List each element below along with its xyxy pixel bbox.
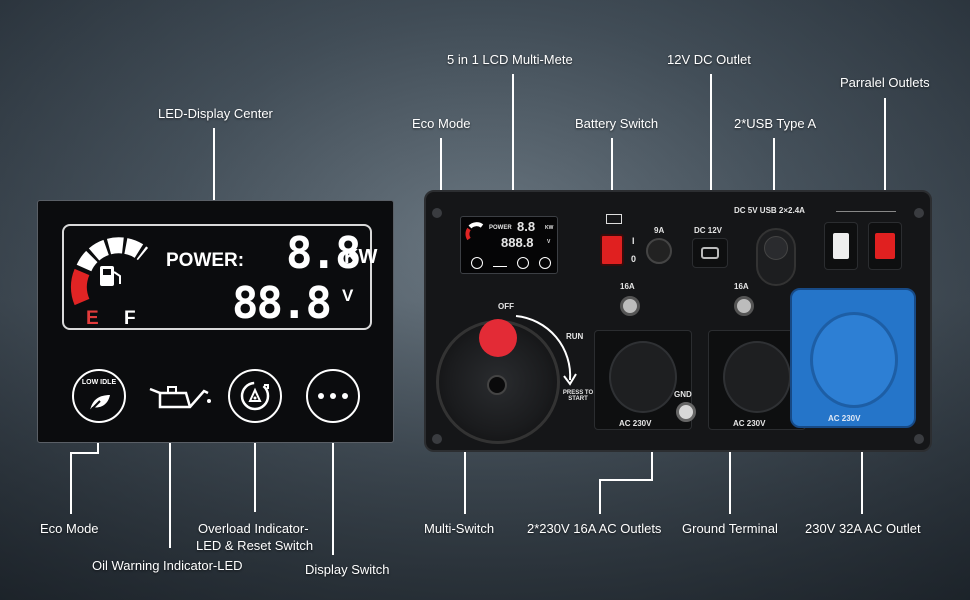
leaf-icon [89, 395, 110, 412]
eco-mode-button[interactable]: LOW IDLE [72, 369, 126, 423]
ac-outlet-left[interactable]: AC 230V [594, 330, 692, 430]
mini-lcd-multimeter: POWER 8.8 KW 888.8 V [460, 216, 558, 274]
knob-run-label: RUN [566, 332, 584, 341]
label-parallel: Parralel Outlets [840, 75, 930, 90]
label-lcd-multimeter: 5 in 1 LCD Multi-Mete [447, 52, 573, 67]
ground-terminal[interactable] [676, 402, 696, 422]
switch-on-mark: I [632, 236, 635, 246]
dc-socket-shape [701, 247, 719, 259]
parallel-icons [836, 202, 896, 212]
label-overload-line2: LED & Reset Switch [196, 538, 314, 553]
screw [914, 434, 924, 444]
power-unit: KW [344, 246, 378, 268]
led-display-panel: POWER: 8.8 KW 88.8 V E F LOW IDLE [37, 200, 394, 443]
screw [914, 208, 924, 218]
ac-32a-outlet[interactable]: AC 230V [790, 288, 916, 428]
mini-oil-icon [493, 261, 507, 267]
label-overload-line1: Overload Indicator- [198, 521, 309, 536]
lcd-screen: POWER: 8.8 KW 88.8 V E F [62, 224, 377, 330]
mini-display-button[interactable] [539, 257, 551, 269]
power-label: POWER: [166, 250, 245, 271]
power-value: 8.8 [286, 228, 361, 279]
screw [432, 434, 442, 444]
low-idle-text: LOW IDLE [81, 379, 117, 386]
knob-center [487, 375, 507, 395]
mini-v-unit: V [547, 239, 551, 245]
breaker-16a-right[interactable] [734, 296, 754, 316]
label-battery-switch: Battery Switch [575, 116, 659, 131]
breaker-16a-left[interactable] [620, 296, 640, 316]
socket-face [609, 341, 677, 413]
label-oil-warning: Oil Warning Indicator-LED [92, 558, 243, 573]
label-ac32: 230V 32A AC Outlet [805, 521, 921, 536]
ac-outlet-right[interactable]: AC 230V [708, 330, 806, 430]
voltage-value: 88.8 [232, 278, 332, 329]
dots-icon [318, 393, 348, 399]
mini-power-label: POWER [489, 225, 512, 231]
oil-can-icon [149, 386, 211, 409]
breaker-16a-left-label: 16A [620, 282, 635, 291]
knob-start-label: PRESS TO START [562, 390, 594, 402]
ac-left-label: AC 230V [619, 419, 652, 428]
usb-spec-label: DC 5V USB 2×2.4A [734, 206, 805, 215]
gnd-label: GND [674, 390, 692, 399]
label-eco-mode-left: Eco Mode [40, 521, 99, 536]
display-switch-button[interactable] [306, 369, 360, 423]
breaker-9a-label: 9A [654, 226, 665, 235]
overload-reset-icon [240, 381, 270, 411]
breaker-16a-right-label: 16A [734, 282, 749, 291]
breaker-9a-button[interactable] [646, 238, 672, 264]
label-ac-outlets: 2*230V 16A AC Outlets [527, 521, 662, 536]
parallel-outlet-red[interactable] [868, 222, 902, 270]
mini-kw-value: 8.8 [517, 219, 536, 234]
blue-socket-face [810, 312, 898, 408]
usb-port-cover[interactable] [756, 228, 796, 286]
label-multi-switch: Multi-Switch [424, 521, 495, 536]
mini-v-value: 888.8 [501, 235, 534, 250]
battery-switch[interactable] [600, 234, 624, 266]
parallel-red-cap [875, 233, 895, 259]
knob-off-label: OFF [498, 302, 514, 311]
socket-face [723, 341, 791, 413]
label-usb: 2*USB Type A [734, 116, 817, 131]
parallel-black-cap [833, 233, 849, 259]
multi-switch-knob[interactable] [436, 319, 560, 444]
label-display-switch: Display Switch [305, 562, 390, 577]
ac-right-label: AC 230V [733, 419, 766, 428]
mini-fuel-gauge-icon [465, 222, 484, 241]
generator-control-panel: POWER 8.8 KW 888.8 V I 0 9A DC 12V DC 5V… [424, 190, 932, 452]
label-eco-mode-right: Eco Mode [412, 116, 471, 131]
knob-red-grip [479, 319, 517, 357]
fuel-empty-label: E [86, 308, 99, 329]
label-led-display-center: LED-Display Center [158, 106, 273, 121]
mini-reset-button[interactable] [517, 257, 529, 269]
label-dc-outlet: 12V DC Outlet [667, 52, 751, 67]
mini-kw-unit: KW [545, 225, 554, 231]
mini-button-row [471, 257, 551, 269]
mini-eco-button[interactable] [471, 257, 483, 269]
voltage-unit: V [342, 286, 354, 305]
usb-cover-cap [764, 236, 788, 260]
battery-icon [606, 214, 622, 224]
fuel-full-label: F [124, 308, 136, 329]
switch-off-mark: 0 [631, 254, 637, 264]
screw [432, 208, 442, 218]
knob-arc [515, 315, 577, 386]
fuel-gauge-icon [70, 237, 149, 306]
dc-12v-label: DC 12V [694, 226, 723, 235]
parallel-outlet-black[interactable] [824, 222, 858, 270]
dc-outlet[interactable] [692, 238, 728, 268]
overload-reset-button[interactable] [228, 369, 282, 423]
label-ground: Ground Terminal [682, 521, 778, 536]
ac-blue-label: AC 230V [828, 414, 861, 423]
